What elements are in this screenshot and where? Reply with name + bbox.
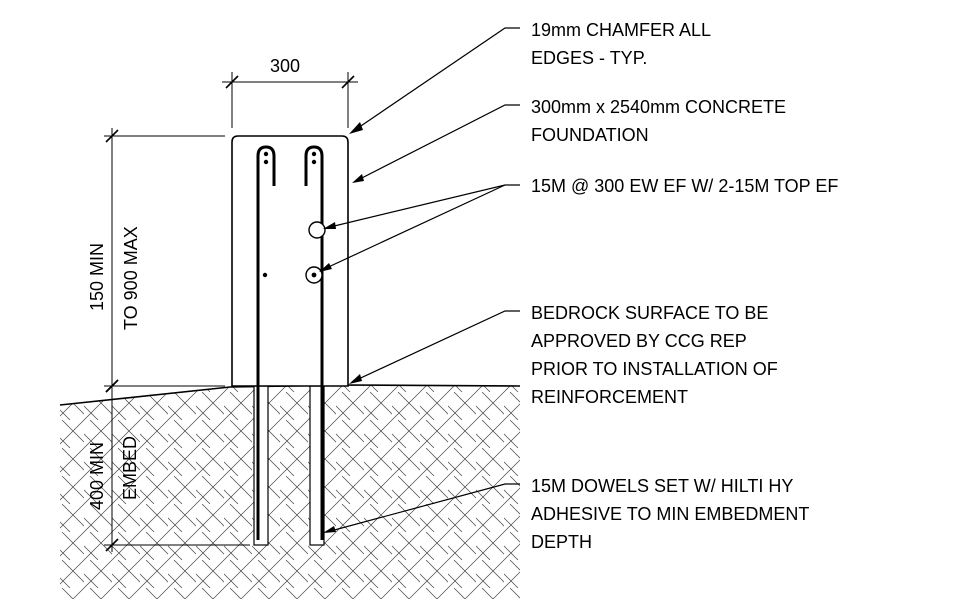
concrete-foundation xyxy=(231,135,349,387)
width-dimension xyxy=(222,72,358,128)
leader-lines xyxy=(321,27,520,533)
rebar-left xyxy=(256,145,276,540)
horizontal-bar-upper xyxy=(308,221,326,239)
height-dimension-label-2: TO 900 MAX xyxy=(121,226,141,330)
embed-dimension-label-1: 400 MIN xyxy=(87,442,107,510)
rebar-dot-mid xyxy=(262,272,268,278)
height-dimension-label-1: 150 MIN xyxy=(87,243,107,311)
note-bedrock-line-2: APPROVED BY CCG REP xyxy=(531,331,747,351)
note-bedrock-line-3: PRIOR TO INSTALLATION OF xyxy=(531,359,778,379)
note-bedrock-line-1: BEDROCK SURFACE TO BE xyxy=(531,303,768,323)
embed-dimension xyxy=(104,379,250,552)
note-chamfer-line-2: EDGES - TYP. xyxy=(531,48,647,68)
note-foundation-line-1: 300mm x 2540mm CONCRETE xyxy=(531,97,786,117)
note-dowels-line-3: DEPTH xyxy=(531,532,592,552)
note-chamfer-line-1: 19mm CHAMFER ALL xyxy=(531,20,711,40)
note-rebar-line-1: 15M @ 300 EW EF W/ 2-15M TOP EF xyxy=(531,176,838,196)
rebar-right xyxy=(304,145,324,540)
embed-dimension-label-2: EMBED xyxy=(120,436,140,500)
note-dowels-line-1: 15M DOWELS SET W/ HILTI HY xyxy=(531,476,793,496)
leader-arrowheads xyxy=(319,122,364,533)
note-bedrock-line-4: REINFORCEMENT xyxy=(531,387,688,407)
height-dimension xyxy=(104,128,225,395)
note-dowels-line-2: ADHESIVE TO MIN EMBEDMENT xyxy=(531,504,809,524)
note-foundation-line-2: FOUNDATION xyxy=(531,125,649,145)
width-dimension-label: 300 xyxy=(270,56,300,76)
dowel-hole-left xyxy=(253,385,269,546)
bedrock-hatch xyxy=(60,385,520,599)
